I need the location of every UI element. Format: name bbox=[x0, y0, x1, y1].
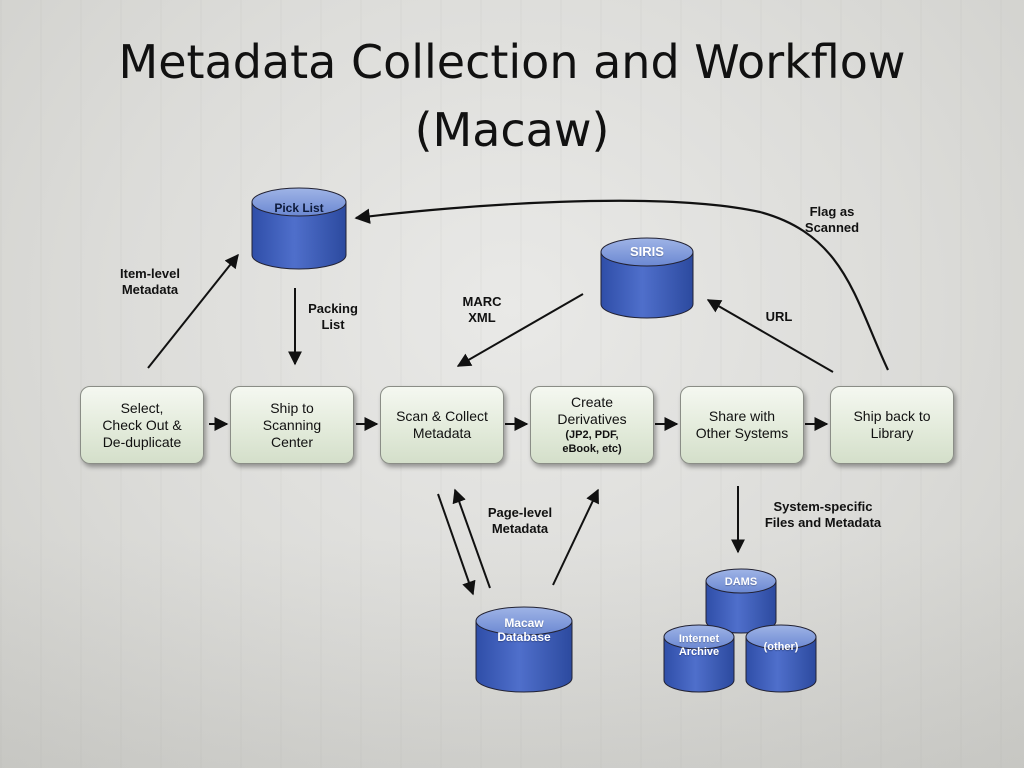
arrow-macaw-db-to-derivatives bbox=[552, 488, 599, 586]
url-label: URL bbox=[765, 309, 793, 324]
pick-list-label: Pick List bbox=[274, 201, 324, 215]
process-select-checkout-deduplicate: Select, Check Out & De-duplicate bbox=[80, 386, 204, 464]
arrow-item-level-metadata bbox=[147, 253, 239, 369]
internet-archive-database bbox=[663, 624, 735, 693]
macaw-database bbox=[475, 606, 573, 693]
packing-list-label: Packing List bbox=[308, 301, 358, 332]
page-level-metadata-label: Page-level Metadata bbox=[487, 505, 553, 536]
arrow-url bbox=[706, 299, 834, 373]
siris-label: SIRIS bbox=[630, 244, 664, 259]
system-specific-files-label: System-specific Files and Metadata bbox=[764, 499, 882, 530]
arrow-macaw-db-to-scan bbox=[452, 488, 491, 589]
title-line-1: Metadata Collection and Workflow bbox=[118, 35, 906, 89]
process-ship-to-scanning-center: Ship to Scanning Center bbox=[230, 386, 354, 464]
macaw-database-label: Macaw Database bbox=[497, 616, 551, 644]
marc-xml-label: MARC XML bbox=[462, 294, 502, 325]
process-share-with-other-systems: Share with Other Systems bbox=[680, 386, 804, 464]
process-scan-and-collect-metadata: Scan & Collect Metadata bbox=[380, 386, 504, 464]
arrow-flag-as-scanned bbox=[354, 199, 889, 371]
dams-label: DAMS bbox=[724, 576, 758, 588]
title-line-2: (Macaw) bbox=[414, 103, 610, 157]
item-level-metadata-label: Item-level Metadata bbox=[120, 266, 180, 297]
process-create-derivatives: Create Derivatives (JP2, PDF, eBook, etc… bbox=[530, 386, 654, 464]
other-database bbox=[745, 624, 817, 693]
siris-database bbox=[600, 237, 694, 319]
slide-title: Metadata Collection and Workflow (Macaw) bbox=[0, 28, 1024, 164]
other-label: (other) bbox=[763, 641, 799, 653]
derivative-formats: (JP2, PDF, eBook, etc) bbox=[562, 429, 622, 455]
flag-as-scanned-label: Flag as Scanned bbox=[804, 204, 860, 235]
internet-archive-label: Internet Archive bbox=[678, 633, 720, 658]
pick-list-database bbox=[251, 187, 347, 270]
arrow-scan-to-macaw-db bbox=[437, 493, 476, 596]
arrow-marc-xml bbox=[456, 293, 584, 367]
process-ship-back-to-library: Ship back to Library bbox=[830, 386, 954, 464]
